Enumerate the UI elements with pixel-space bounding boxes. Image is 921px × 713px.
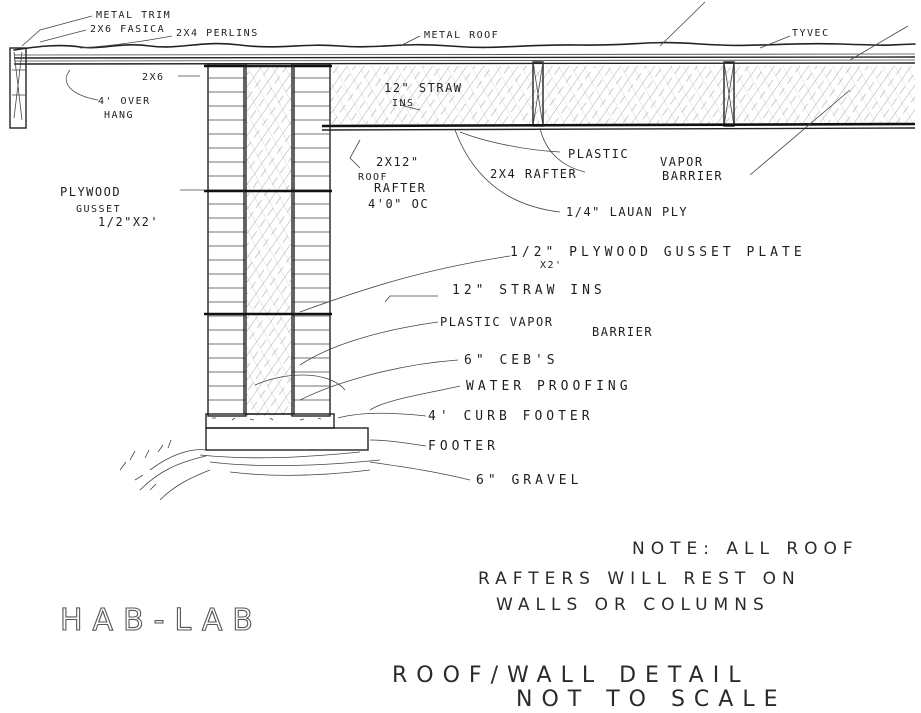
label-lauan-ply: 1/4" LAUAN PLY <box>566 205 688 219</box>
note-line-2: RAFTERS WILL REST ON <box>478 569 801 589</box>
label-roof-straw-2: INS <box>392 98 415 109</box>
footer <box>205 427 369 451</box>
label-overhang-2: HANG <box>104 110 134 121</box>
label-wall-plastic-2: BARRIER <box>592 325 653 339</box>
fascia-board <box>9 47 27 129</box>
label-plywood-gusset: PLYWOOD <box>60 185 121 199</box>
drawing-notes: NOTE: ALL ROOF RAFTERS WILL REST ON WALL… <box>59 539 859 712</box>
lauan-ply-ceiling <box>321 122 916 128</box>
ceb-wall-outer <box>207 63 247 417</box>
label-fascia: 2X6 FASICA <box>90 24 165 35</box>
label-roof-rafter-3: RAFTER <box>374 181 426 195</box>
ceb-wall-inner <box>291 63 331 417</box>
metal-roof-line <box>13 41 916 51</box>
label-wall-straw: 12" STRAW INS <box>452 283 606 298</box>
label-footer: FOOTER <box>428 439 499 454</box>
label-roof-straw: 12" STRAW <box>384 81 463 95</box>
rafter-2x4 <box>723 61 735 127</box>
hab-lab-stamp: HAB-LAB <box>60 603 263 638</box>
title-not-to-scale: NOT TO SCALE <box>516 687 787 712</box>
label-plywood-gusset-3: 1/2"X2' <box>98 215 159 229</box>
label-2x6: 2X6 <box>142 72 165 83</box>
label-gravel: 6" GRAVEL <box>476 473 582 488</box>
label-roof-rafter: 2X12" <box>376 155 420 169</box>
note-line-1: NOTE: ALL ROOF <box>632 539 859 559</box>
gravel-ground <box>139 449 381 501</box>
label-wall-plastic: PLASTIC VAPOR <box>440 315 553 329</box>
label-plastic-vapor-3: BARRIER <box>662 169 723 183</box>
wall-assembly <box>119 63 381 501</box>
label-perlins: 2X4 PERLINS <box>176 28 259 39</box>
roof-assembly <box>9 41 916 131</box>
label-metal-roof: METAL ROOF <box>424 30 499 41</box>
label-overhang: 4' OVER <box>98 96 151 107</box>
label-rafter-2x4: 2X4 RAFTER <box>490 167 577 181</box>
label-waterproofing: WATER PROOFING <box>466 379 632 394</box>
callout-labels: METAL TRIM 2X6 FASICA 2X4 PERLINS METAL … <box>60 10 830 488</box>
note-line-3: WALLS OR COLUMNS <box>496 595 770 615</box>
label-plastic-vapor: PLASTIC <box>568 147 629 161</box>
label-curb-footer: 4' CURB FOOTER <box>428 409 594 424</box>
label-gusset-plate-dim: X2' <box>540 260 563 271</box>
leader-lines <box>21 1 909 481</box>
label-tyvec: TYVEC <box>792 28 830 39</box>
label-cebs: 6" CEB'S <box>464 353 559 368</box>
label-plywood-gusset-2: GUSSET <box>76 204 121 215</box>
label-gusset-plate: 1/2" PLYWOOD GUSSET PLATE <box>510 245 806 260</box>
label-roof-rafter-2: ROOF <box>358 172 388 183</box>
title-roof-wall-detail: ROOF/WALL DETAIL <box>392 663 749 688</box>
label-roof-rafter-4: 4'0" OC <box>368 197 429 211</box>
label-metal-trim: METAL TRIM <box>96 10 171 21</box>
label-plastic-vapor-2: VAPOR <box>660 155 704 169</box>
